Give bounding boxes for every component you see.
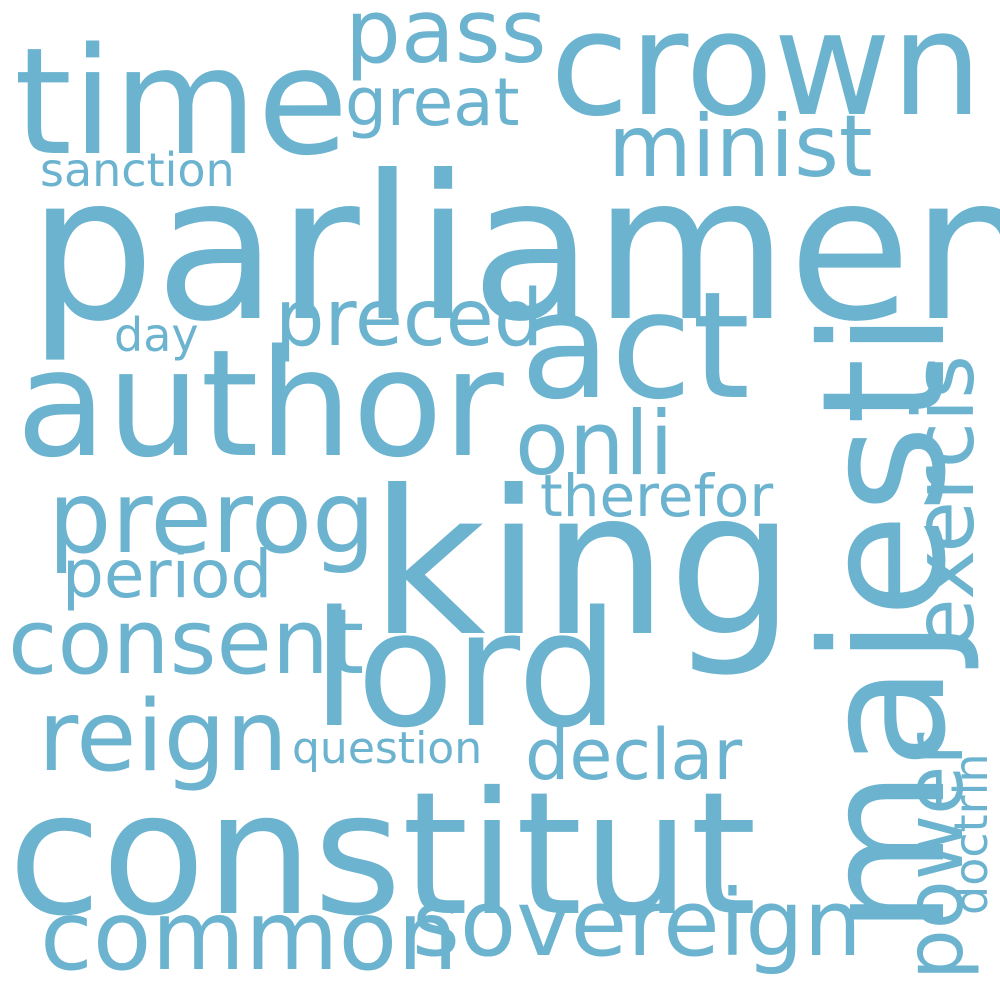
word-author: author <box>16 318 504 490</box>
word-constitut: constitut <box>8 756 757 954</box>
word-common: common <box>40 880 459 992</box>
word-consent: consent <box>8 590 365 695</box>
word-great: great <box>345 64 520 141</box>
word-reign: reign <box>38 680 288 794</box>
word-crown: crown <box>550 0 983 148</box>
word-question: question <box>292 723 483 774</box>
word-sovereign: sovereign <box>412 870 862 977</box>
word-period: period <box>62 536 273 613</box>
word-minist: minist <box>608 97 873 197</box>
word-onli: onli <box>515 392 674 495</box>
word-preced: preced <box>275 274 544 364</box>
word-therefor: therefor <box>540 462 774 530</box>
word-exercis: exercis <box>895 355 993 650</box>
word-prerog: prerog <box>48 459 376 576</box>
word-act: act <box>520 260 751 432</box>
word-day: day <box>114 308 199 362</box>
word-pass: pass <box>345 0 547 83</box>
word-lord: lord <box>312 576 619 763</box>
word-king: king <box>370 448 796 681</box>
word-declar: declar <box>525 714 743 796</box>
word-sanction: sanction <box>40 143 235 197</box>
word-time: time <box>14 16 349 188</box>
word-doctrin: doctrin <box>944 753 998 915</box>
word-parliament: parliament <box>28 133 1000 366</box>
